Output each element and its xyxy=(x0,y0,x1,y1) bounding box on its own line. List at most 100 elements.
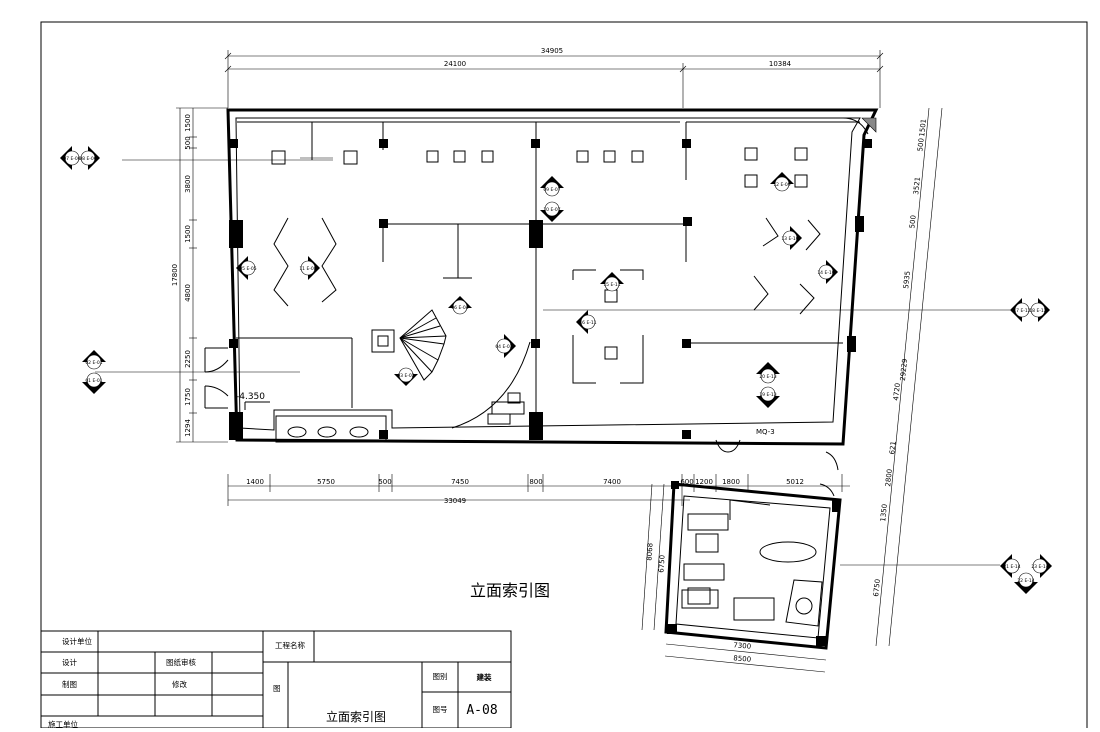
svg-text:07 E-06: 07 E-06 xyxy=(63,156,80,162)
dim-bottom-seg: 600 xyxy=(680,478,693,486)
dim-left-seg: 4800 xyxy=(184,284,192,302)
dim-left-seg: 2250 xyxy=(184,350,192,368)
side-door xyxy=(715,439,839,497)
svg-text:02 E-01: 02 E-01 xyxy=(85,360,102,366)
tb-figure: 图 xyxy=(273,684,281,693)
drawing-frame xyxy=(40,21,1088,732)
svg-text:12 E-09: 12 E-09 xyxy=(773,182,790,188)
elevation-marker: 12 E-09 xyxy=(770,172,794,192)
svg-text:18 E-12: 18 E-12 xyxy=(1029,308,1046,314)
elevation-marker: 15 E-11 xyxy=(600,272,624,292)
dim-top-total: 34905 xyxy=(541,47,563,55)
elevation-marker: 16 E-11 xyxy=(576,310,597,334)
svg-text:01 E-01: 01 E-01 xyxy=(85,378,102,384)
dim-bottom-seg: 5012 xyxy=(786,478,804,486)
svg-text:13 E-10: 13 E-10 xyxy=(781,236,798,242)
elevation-marker: 09 E-07 10 E-07 xyxy=(540,176,564,222)
dim-bottom-seg: 500 xyxy=(378,478,391,486)
elevation-marker: 20 E-13 19 E-13 xyxy=(756,362,780,408)
dim-bottom-seg: 7400 xyxy=(603,478,621,486)
dim-left-seg: 500 xyxy=(184,136,192,149)
tb-design-unit: 设计单位 xyxy=(62,636,92,646)
svg-text:04 E-03: 04 E-03 xyxy=(495,344,512,350)
elevation-marker: 17 E-12 18 E-12 xyxy=(1010,298,1050,322)
door-tag: MQ-3 xyxy=(756,428,775,436)
dim-annex-left: 6750 xyxy=(657,555,666,573)
elevation-marker: 02 E-01 01 E-01 xyxy=(82,350,106,394)
bottom-dimensions: 1400 5750 500 7450 800 7400 600 1200 180… xyxy=(227,474,850,506)
svg-text:03 E-02: 03 E-02 xyxy=(397,373,414,379)
dim-left-seg: 1750 xyxy=(184,388,192,406)
tb-number-value: A-08 xyxy=(466,703,497,718)
dim-right-seg: 500 xyxy=(916,138,925,152)
svg-text:10 E-07: 10 E-07 xyxy=(543,207,560,213)
svg-text:08 E-06: 08 E-06 xyxy=(79,156,96,162)
tb-category-label: 图别 xyxy=(433,672,448,681)
svg-text:11 E-08: 11 E-08 xyxy=(299,266,316,272)
elevation-markers: 07 E-06 08 E-06 02 E-01 01 E-01 05 E-05 … xyxy=(60,146,1052,594)
svg-text:17 E-12: 17 E-12 xyxy=(1013,308,1030,314)
dim-top-right: 10384 xyxy=(769,60,792,68)
dim-bottom-total: 33049 xyxy=(444,497,466,505)
svg-text:21 E-14: 21 E-14 xyxy=(1003,564,1020,570)
dim-right-seg: 1350 xyxy=(879,504,889,523)
elevation-marker: 14 E-10 xyxy=(817,260,838,284)
dim-right-seg: 500 xyxy=(908,215,917,229)
title-block: 设计单位 设计 制图 施工单位 图纸审核 修改 工程名称 图 立面索引图 图别 … xyxy=(40,630,512,729)
structural-columns xyxy=(229,139,872,440)
tb-construction-unit: 施工单位 xyxy=(48,719,78,728)
svg-text:20 E-13: 20 E-13 xyxy=(759,374,776,380)
dim-left-seg: 3800 xyxy=(184,175,192,193)
dim-right-total: 29229 xyxy=(899,358,909,381)
svg-text:14 E-10: 14 E-10 xyxy=(817,270,834,276)
dim-bottom-seg: 800 xyxy=(529,478,542,486)
tb-design: 设计 xyxy=(62,657,77,667)
elevation-marker: 05 E-05 xyxy=(236,256,257,280)
svg-text:19 E-13: 19 E-13 xyxy=(759,392,776,398)
dim-left-seg: 1500 xyxy=(184,114,192,132)
tb-figure-name: 立面索引图 xyxy=(326,709,386,724)
dim-right-seg: 1501 xyxy=(918,119,928,138)
elevation-marker: 11 E-08 xyxy=(299,256,320,280)
left-dimensions: 17800 1500 500 3800 1500 4800 2250 1750 … xyxy=(171,107,228,443)
tb-drawing: 制图 xyxy=(62,679,77,689)
dim-left-seg: 1294 xyxy=(184,419,192,437)
tb-number-label: 图号 xyxy=(433,705,448,714)
annex-room: 8068 6750 7300 8500 xyxy=(641,481,1000,673)
elevation-marker: 06 E-04 xyxy=(448,296,472,315)
dim-bottom-seg: 1200 xyxy=(695,478,713,486)
svg-text:05 E-05: 05 E-05 xyxy=(239,266,256,272)
dim-annex-bottom: 8500 xyxy=(733,654,751,664)
elevation-marker: 13 E-10 xyxy=(781,226,802,250)
dim-bottom-seg: 7450 xyxy=(451,478,469,486)
dim-annex-bottom: 7300 xyxy=(733,641,751,651)
tb-project-name: 工程名称 xyxy=(275,640,305,650)
dim-right-seg: 621 xyxy=(888,441,897,455)
dim-right-seg: 6750 xyxy=(872,579,882,598)
svg-text:15 E-11: 15 E-11 xyxy=(603,282,620,288)
dim-right-seg: 2800 xyxy=(884,469,894,488)
lounge-seating xyxy=(275,415,387,443)
svg-text:09 E-07: 09 E-07 xyxy=(543,187,560,193)
svg-text:22 E-14: 22 E-14 xyxy=(1017,578,1034,584)
svg-text:23 E-14: 23 E-14 xyxy=(1031,564,1048,570)
dim-annex-left: 8068 xyxy=(645,543,654,561)
level-mark: -4.350 xyxy=(236,392,265,402)
drawing-title: 立面索引图 xyxy=(470,581,550,600)
spiral-stair xyxy=(371,309,531,429)
dim-top-left: 24100 xyxy=(444,60,466,68)
dim-bottom-seg: 1800 xyxy=(722,478,740,486)
dim-right-seg: 5935 xyxy=(902,271,912,290)
dim-bottom-seg: 1400 xyxy=(246,478,264,486)
dim-left-seg: 1500 xyxy=(184,225,192,243)
dim-right-seg: 3521 xyxy=(912,177,922,196)
elevation-marker: 07 E-06 08 E-06 xyxy=(60,146,100,170)
tb-category-value: 建装 xyxy=(476,672,492,682)
dim-bottom-seg: 5750 xyxy=(317,478,335,486)
elevation-marker: 21 E-14 23 E-14 22 E-14 xyxy=(1000,554,1052,594)
entrance-door xyxy=(95,159,333,409)
right-dimensions: 1501 500 3521 500 5935 4720 621 2800 135… xyxy=(872,107,943,647)
dim-right-seg: 4720 xyxy=(892,383,902,402)
